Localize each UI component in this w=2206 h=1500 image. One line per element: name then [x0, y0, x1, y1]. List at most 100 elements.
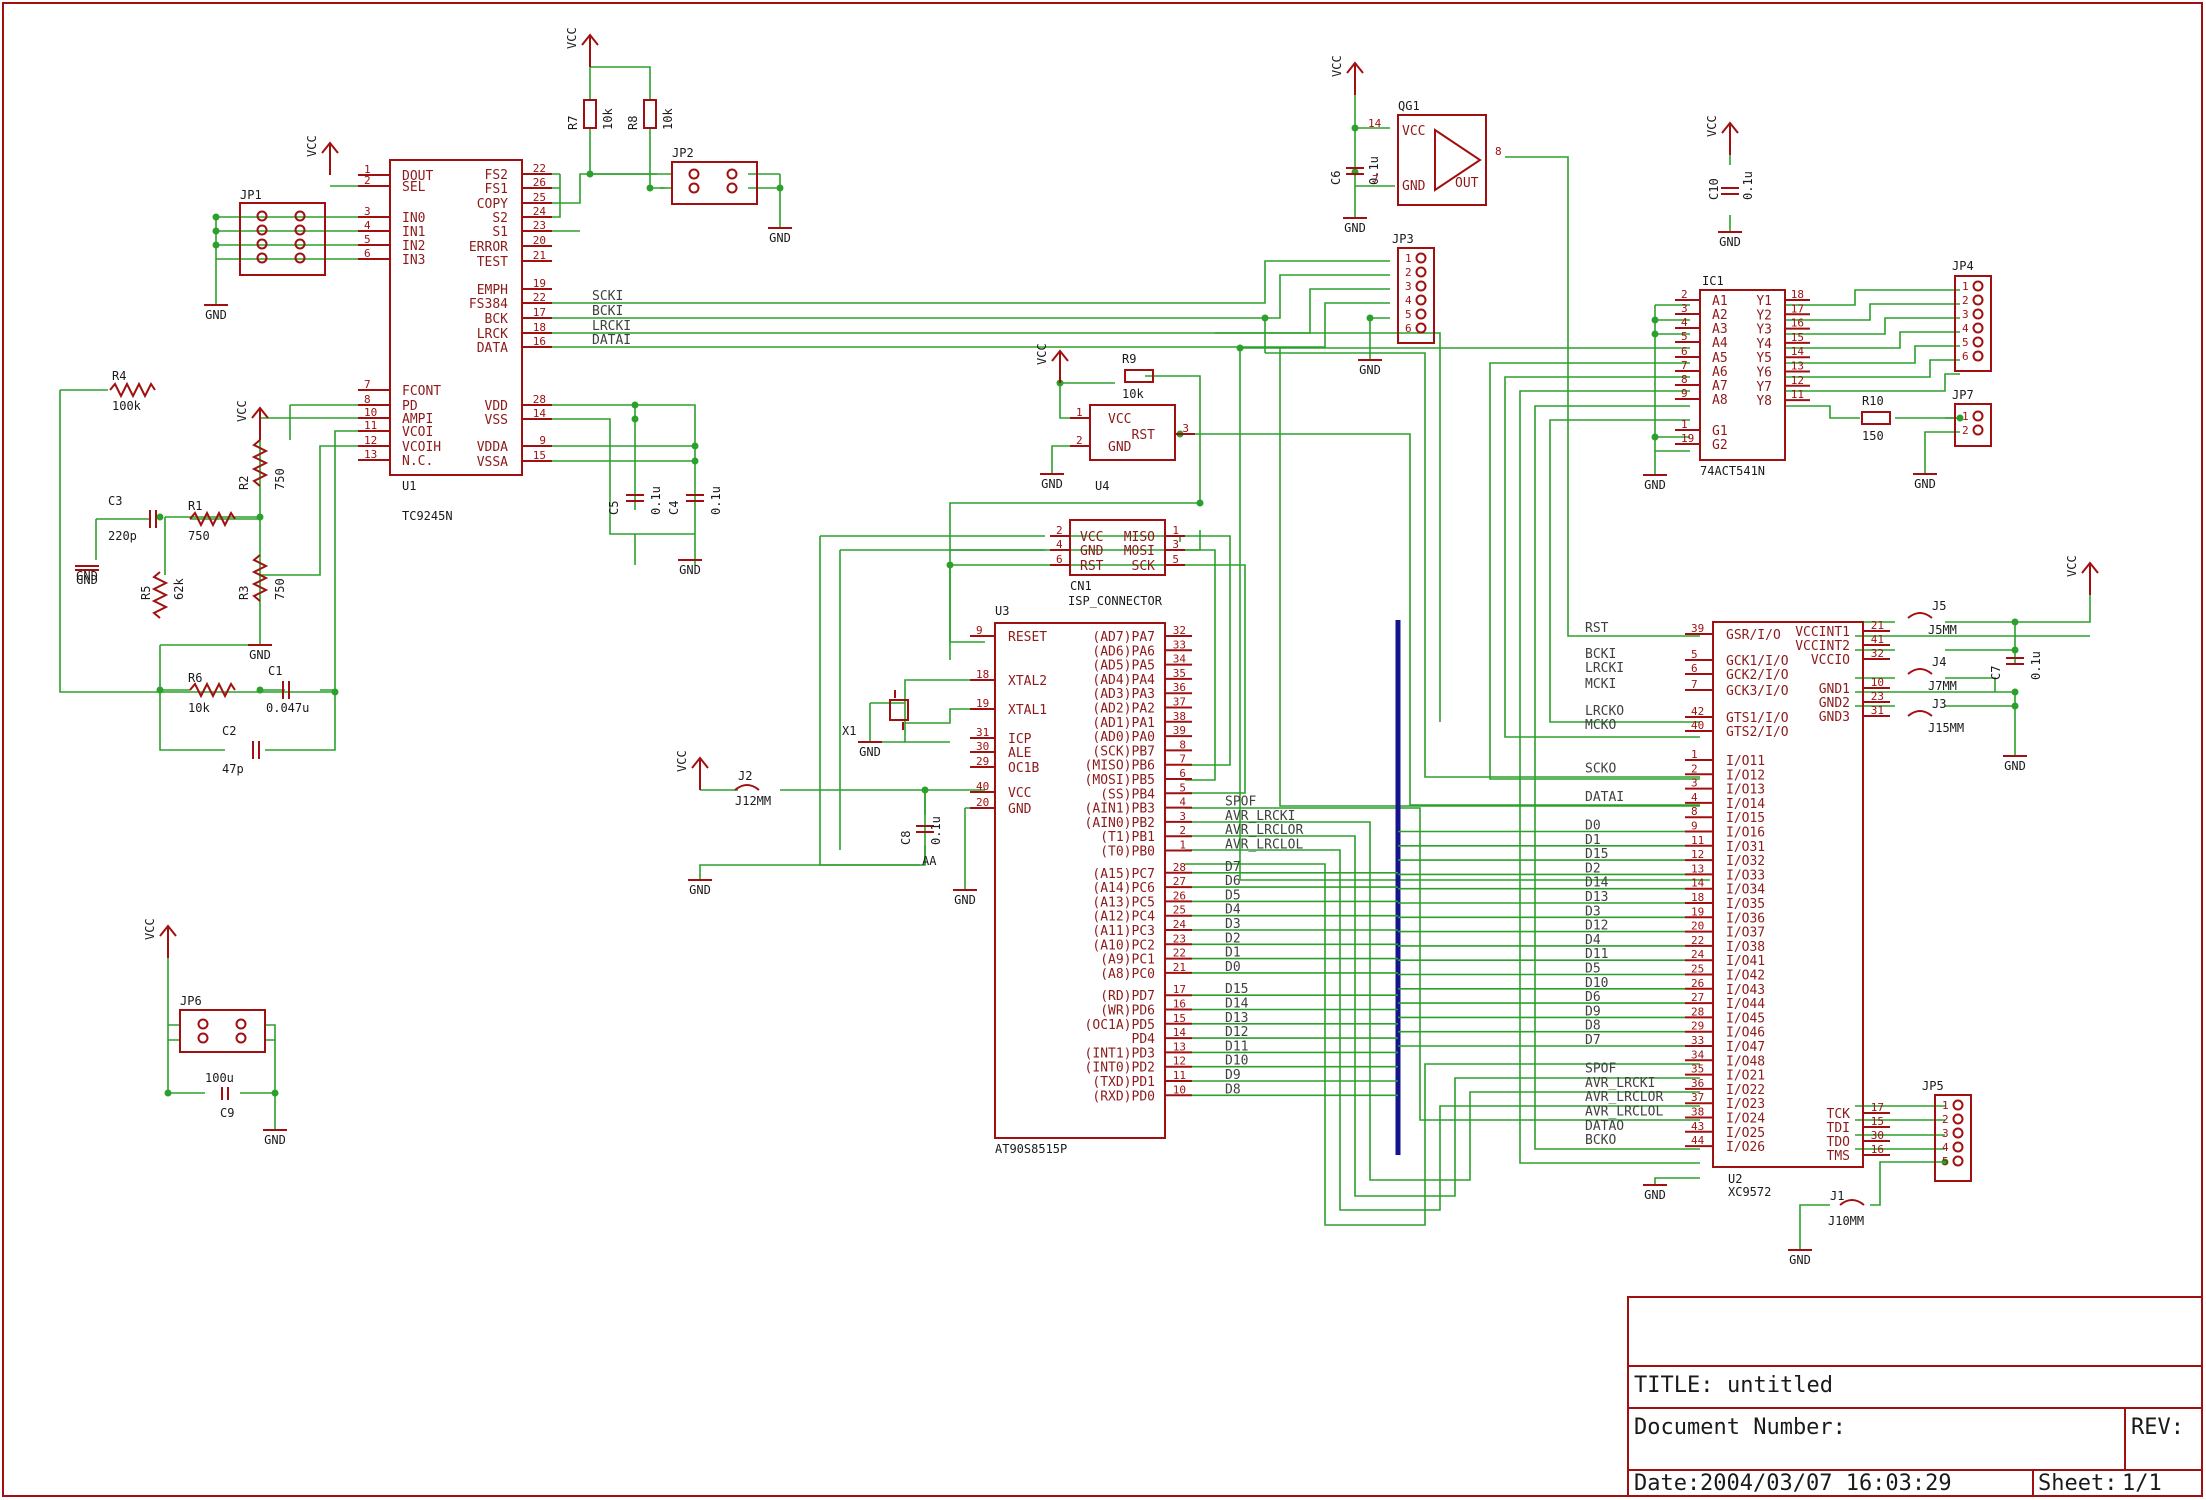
- u2-pin-number: 2: [1691, 762, 1698, 775]
- u2-pin-number: 15: [1871, 1115, 1884, 1128]
- c9-ref: C9: [220, 1106, 234, 1120]
- u1-pin-name: COPY: [477, 197, 508, 212]
- jp3-pin: [1415, 322, 1427, 334]
- u3-pin-name: (AD5)PA5: [1092, 659, 1155, 674]
- u1-pin-number: 22: [533, 291, 546, 304]
- vcc-symbol: [2081, 561, 2099, 595]
- r8-val: 10k: [661, 108, 675, 130]
- u3-pin-name: (AIN1)PB3: [1085, 802, 1155, 817]
- u2-pin-name: GCK1/I/O: [1726, 654, 1789, 669]
- ic1-pin-name: A3: [1712, 322, 1728, 337]
- u2-pin-number: 12: [1691, 848, 1704, 861]
- u1-pin-number: 12: [364, 434, 377, 447]
- ic1-pin-name: Y5: [1756, 351, 1772, 366]
- u2-pin-number: 24: [1691, 948, 1705, 961]
- u1-pin-name: VSSA: [477, 455, 508, 470]
- ic1-pin-name: A6: [1712, 365, 1728, 380]
- u3-ref: U3: [995, 604, 1009, 618]
- u2-pin-name: I/O44: [1726, 997, 1765, 1012]
- header-pin: [197, 1032, 209, 1044]
- ic1-value: 74ACT541N: [1700, 464, 1765, 478]
- jp4-pin: [1972, 294, 1984, 306]
- cn1-pin-number: 2: [1056, 524, 1063, 537]
- u2-net-label: BCKI: [1585, 647, 1616, 662]
- r4-body: [109, 381, 156, 399]
- u3-pin-number: 16: [1173, 998, 1186, 1011]
- junction-dot: [2011, 618, 2019, 626]
- x1-ref: X1: [842, 724, 856, 738]
- ic1-pin-number: 13: [1791, 360, 1804, 373]
- u1-pin-name: TEST: [477, 255, 508, 270]
- jp1-body: [239, 202, 326, 276]
- r7-body: [583, 99, 597, 129]
- u3-pin-name: (RD)PD7: [1100, 989, 1155, 1004]
- u2-pin-number: 10: [1871, 676, 1884, 689]
- jp1-pin: [256, 252, 268, 264]
- u1-pin-name: EMPH: [477, 283, 508, 298]
- gnd-label: GND: [76, 573, 98, 587]
- u2-pin-number: 7: [1691, 678, 1698, 691]
- vcc-label: VCC: [675, 750, 689, 772]
- u3-net-label: D12: [1225, 1025, 1248, 1040]
- r4-ref: R4: [112, 369, 126, 383]
- j4-val: J7MM: [1928, 679, 1957, 693]
- u1-pin-name: VSS: [485, 413, 508, 428]
- u3-pin-number: 34: [1173, 653, 1187, 666]
- r10-val: 150: [1862, 429, 1884, 443]
- u3-pin-number: 11: [1173, 1069, 1186, 1082]
- u2-net-label: D12: [1585, 919, 1608, 934]
- jp3-body: [1397, 247, 1435, 344]
- jp6-body: [179, 1009, 266, 1053]
- u2-net-label: D1: [1585, 833, 1601, 848]
- c4-body: [686, 494, 704, 502]
- ic1-pin-number: 3: [1681, 302, 1688, 315]
- u1-pin-number: 11: [364, 419, 377, 432]
- u2-net-label: DATAO: [1585, 1119, 1624, 1134]
- u3-pin-number: 29: [976, 755, 989, 768]
- u3-net-label: D14: [1225, 997, 1249, 1012]
- cn1-pin-number: 6: [1056, 553, 1063, 566]
- cn1-ref: CN1: [1070, 579, 1092, 593]
- u2-pin-number: 44: [1691, 1134, 1705, 1147]
- u3-pin-name: (AD4)PA4: [1092, 673, 1155, 688]
- u2-pin-number: 34: [1691, 1048, 1705, 1061]
- u3-pin-name: (A15)PC7: [1092, 867, 1155, 882]
- junction-dot: [586, 170, 594, 178]
- sheet-value: 1/1: [2122, 1471, 2162, 1496]
- u3-value: AT90S8515P: [995, 1142, 1067, 1156]
- jp4-ref: JP4: [1952, 259, 1974, 273]
- r2-ref: R2: [237, 476, 251, 490]
- u3-pin-name: XTAL2: [1008, 674, 1047, 689]
- wires: [59, 66, 2091, 1250]
- u3-pin-number: 1: [1179, 839, 1186, 852]
- u1-pin-number: 10: [364, 406, 377, 419]
- u2-net-label: RST: [1585, 621, 1609, 636]
- c1-body: [282, 681, 290, 699]
- junction-dot: [1651, 316, 1659, 324]
- u3-pin-name: (RXD)PD0: [1092, 1089, 1155, 1104]
- u3-pin-number: 17: [1173, 983, 1186, 996]
- u2-net-label: D8: [1585, 1019, 1601, 1034]
- junction-dot: [1651, 330, 1659, 338]
- u2-pin-name: I/O46: [1726, 1026, 1765, 1041]
- gnd-label: GND: [1344, 221, 1366, 235]
- u2-net-label: SPOF: [1585, 1062, 1616, 1077]
- u3-net-label: D1: [1225, 946, 1241, 961]
- u1-pin-name: IN3: [402, 253, 425, 268]
- c6-val: 0.1u: [1367, 156, 1381, 185]
- ic1-pin-number: 6: [1681, 345, 1688, 358]
- r1-body: [189, 510, 236, 528]
- x1-body: [889, 699, 909, 721]
- ic1-pin-name: A1: [1712, 294, 1728, 309]
- vcc-label: VCC: [235, 400, 249, 422]
- jp3-pin-number: 3: [1405, 280, 1412, 293]
- u1-pin-number: 25: [533, 191, 546, 204]
- jp7-pin: [1972, 410, 1984, 422]
- u3-net-label: D11: [1225, 1039, 1248, 1054]
- u3-pin-number: 39: [1173, 724, 1186, 737]
- u3-pin-number: 31: [976, 726, 989, 739]
- ic1-pin-number: 18: [1791, 288, 1804, 301]
- title-block: TITLE: untitled Document Number: REV: Da…: [1627, 1296, 2203, 1497]
- jp4-body: [1954, 275, 1992, 372]
- ic1-body: [1699, 289, 1786, 461]
